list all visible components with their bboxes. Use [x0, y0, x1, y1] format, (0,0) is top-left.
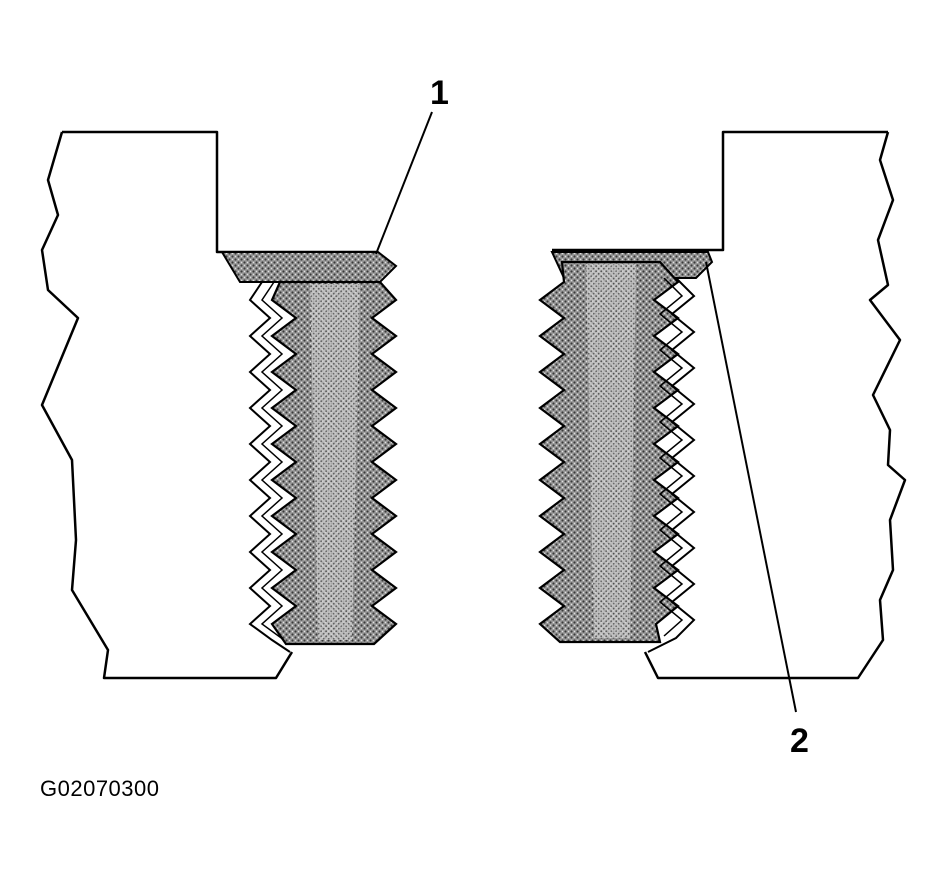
right-insert-core [586, 264, 636, 638]
callout-1-leader [375, 111, 433, 255]
right-thread-inner [658, 277, 684, 637]
callout-2-leader [705, 261, 797, 713]
callout-1-label: 1 [430, 74, 449, 112]
figure-code: G02070300 [40, 776, 160, 801]
left-thread-inner [260, 281, 285, 641]
left-insert-core [310, 284, 360, 640]
left-insert-flange [220, 251, 398, 283]
callout-2-label: 2 [790, 722, 809, 760]
left-thread-outer [248, 281, 291, 653]
right-housing-block [552, 130, 907, 680]
right-thread-outer [647, 277, 696, 653]
